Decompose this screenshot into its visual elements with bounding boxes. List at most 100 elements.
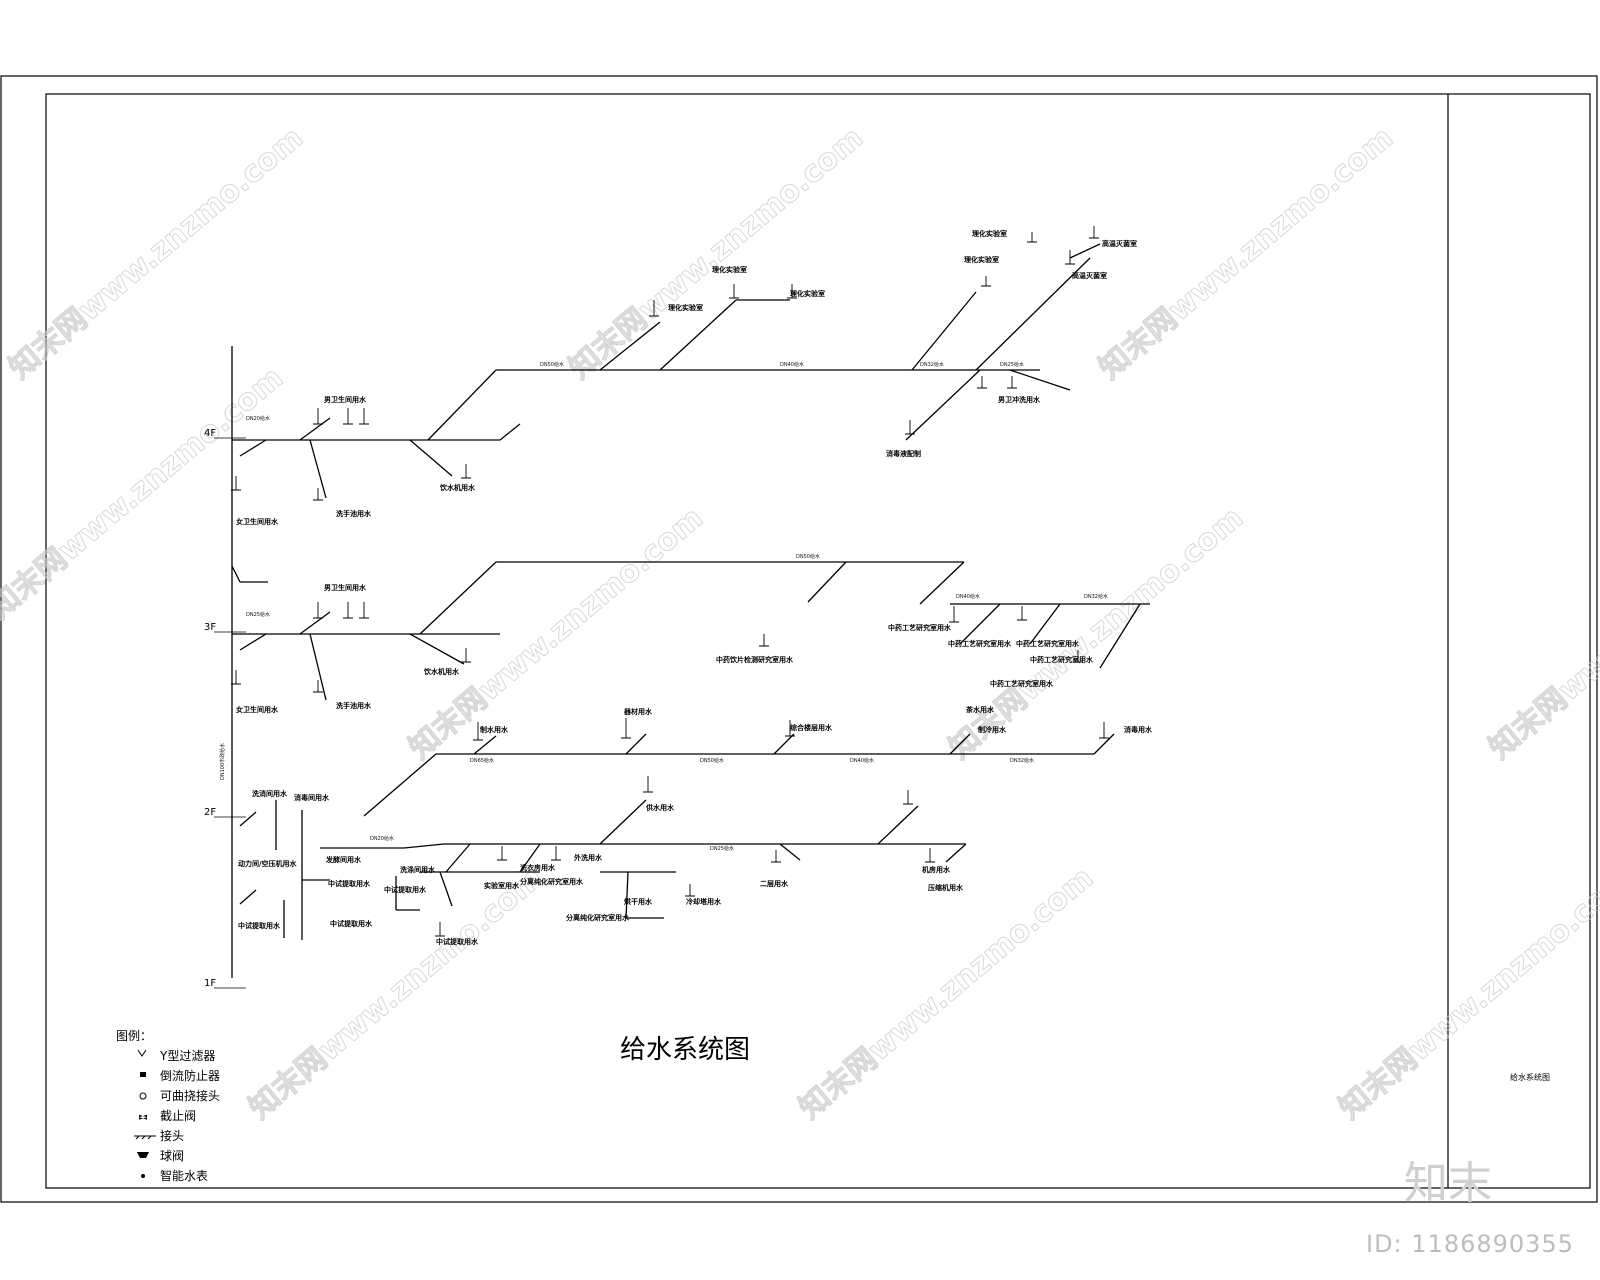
fixture-label: 女卫生间用水: [236, 705, 279, 714]
backflow-preventer-icon: [140, 1072, 146, 1077]
fixture-label: 理化实验室: [972, 229, 1007, 238]
fixture-label: 二层用水: [760, 879, 789, 888]
fixture-label: 洗衣房用水: [520, 863, 556, 872]
fixture-label: 消毒液配制: [886, 449, 921, 458]
fixture-label: 动力间/空压机用水: [238, 859, 298, 868]
floor3-labels: 男卫生间用水 女卫生间用水 洗手池用水 饮水机用水 中药饮片检测研究室用水 中药…: [236, 553, 1108, 714]
fixture-label: 分离纯化研究室用水: [566, 913, 630, 922]
pipe-note: DN32给水: [920, 361, 944, 368]
pipe-note: DN20给水: [246, 415, 270, 422]
butterfly-valve-icon: [137, 1152, 149, 1158]
sheet-name: 给水系统图: [1510, 1072, 1550, 1082]
fixture-label: 高温灭菌室: [1102, 239, 1137, 248]
watermark-group: 知末网www.znzmo.com 知末网www.znzmo.com 知末网www…: [0, 120, 1600, 1127]
legend: 图例： Y型过滤器 倒流防止器 可曲挠接头 截止阀 接头 球阀 智能水表: [116, 1029, 220, 1183]
fixture-label: 饮水机用水: [439, 483, 476, 492]
legend-item-label: 智能水表: [160, 1168, 208, 1183]
legend-item-label: Y型过滤器: [159, 1049, 215, 1063]
watermark-text: 知末网www.znzmo.com: [1333, 860, 1600, 1126]
fixture-label: 理化实验室: [964, 255, 999, 264]
watermark-text: 知末网www.znzmo.com: [3, 120, 310, 386]
floor4-piping: [232, 243, 1101, 499]
legend-item-label: 倒流防止器: [160, 1068, 220, 1083]
fixture-label: 制水用水: [480, 725, 509, 734]
tap-symbols: [231, 226, 1109, 937]
fixture-label: 供水用水: [645, 803, 675, 812]
outer-frame: [0, 75, 1598, 1203]
fixture-label: 理化实验室: [668, 303, 703, 312]
fixture-label: 洗消间用水: [252, 789, 288, 798]
fixture-label: 烘干用水: [624, 897, 653, 906]
watermark-text: 知末网www.znzmo.com: [0, 360, 290, 626]
fixture-label: 中药工艺研究室用水: [1016, 639, 1080, 648]
pipe-note: DN40给水: [956, 593, 980, 600]
fixture-label: 男卫冲洗用水: [998, 395, 1041, 404]
fixture-label: 中试提取用水: [238, 921, 281, 930]
riser-label: DN100市政给水: [219, 743, 226, 780]
fixture-label: 洗手池用水: [336, 701, 372, 710]
floor2-piping: [239, 733, 1115, 940]
pipe-note: DN40给水: [850, 757, 874, 764]
watermark-text: 知末网www.znzmo.com: [1093, 120, 1400, 386]
fixture-label: 发酵间用水: [325, 855, 362, 864]
fixture-label: 压缩机用水: [928, 883, 964, 892]
flexible-joint-icon: [139, 1092, 147, 1100]
fixture-label: 中试提取用水: [436, 937, 479, 946]
legend-item-label: 截止阀: [160, 1109, 196, 1123]
fixture-label: 洗手池用水: [336, 509, 372, 518]
level-3f: 3F: [204, 622, 216, 633]
y-strainer-icon: [137, 1049, 147, 1057]
fixture-label: 茶水用水: [965, 705, 995, 714]
fixture-label: 制冷用水: [978, 725, 1007, 734]
fixture-label: 冷却塔用水: [686, 897, 722, 906]
fixture-label: 中试提取用水: [328, 879, 371, 888]
pipe-note: DN50给水: [700, 757, 724, 764]
level-1f: 1F: [204, 978, 216, 989]
fixture-label: 实验室用水: [484, 881, 520, 890]
pipe-note: DN25给水: [246, 611, 270, 618]
fixture-label: 理化实验室: [712, 265, 747, 274]
fixture-label: 高温灭菌室: [1072, 271, 1107, 280]
fixture-label: 消毒间用水: [294, 793, 330, 802]
fixture-label: 男卫生间用水: [324, 395, 367, 404]
fixture-label: 外洗用水: [574, 853, 603, 862]
inner-frame: [45, 93, 1591, 1189]
watermark-text: 知末网www.znzmo.com: [563, 120, 870, 386]
level-4f: 4F: [204, 428, 216, 439]
image-id: ID: 1186890355: [1366, 1230, 1574, 1258]
fixture-label: 中试提取用水: [330, 919, 373, 928]
fixture-label: 中试提取用水: [384, 885, 427, 894]
fixture-label: 理化实验室: [790, 289, 825, 298]
legend-item-label: 可曲挠接头: [160, 1088, 220, 1103]
gate-valve-icon: [134, 1135, 156, 1140]
fixture-label: 中药工艺研究室用水: [888, 623, 952, 632]
fixture-label: 器材用水: [623, 707, 653, 716]
fixture-label: 中药饮片检测研究室用水: [716, 655, 794, 664]
fixture-label: 中药工艺研究室用水: [948, 639, 1012, 648]
pipe-note: DN25给水: [1000, 361, 1024, 368]
legend-item-label: 球阀: [160, 1149, 184, 1163]
fixture-label: 综合楼层用水: [790, 723, 833, 732]
fixture-label: 男卫生间用水: [324, 583, 367, 592]
fixture-label: 机房用水: [922, 865, 951, 874]
pipe-note: DN25给水: [710, 845, 734, 852]
legend-item-label: 接头: [160, 1128, 184, 1143]
fixture-label: 女卫生间用水: [236, 517, 279, 526]
check-valve-icon: [139, 1114, 147, 1120]
watermark-text: 知末网www.znzmo.com: [1483, 500, 1600, 766]
pipe-note: DN32给水: [1084, 593, 1108, 600]
pipe-note: DN65给水: [470, 757, 494, 764]
pipe-note: DN20给水: [370, 835, 394, 842]
pipe-note: DN32给水: [1010, 757, 1034, 764]
legend-heading: 图例：: [116, 1029, 152, 1043]
level-marks: 4F 3F 2F 1F: [204, 428, 246, 989]
watermark-text: 知末网www.znzmo.com: [403, 500, 710, 766]
fixture-label: 中药工艺研究室用水: [990, 679, 1054, 688]
floor3-piping: [231, 561, 1150, 701]
floor4-labels: 男卫生间用水 女卫生间用水 洗手池用水 饮水机用水 理化实验室 理化实验室 理化…: [236, 229, 1137, 526]
pipe-note: DN50给水: [540, 361, 564, 368]
fixture-label: 饮水机用水: [423, 667, 460, 676]
floor2-labels: 制水用水 器材用水 综合楼层用水 茶水用水 制冷用水 消毒用水 供水用水 洗消间…: [238, 705, 1153, 946]
fixture-label: 消毒用水: [1124, 725, 1153, 734]
